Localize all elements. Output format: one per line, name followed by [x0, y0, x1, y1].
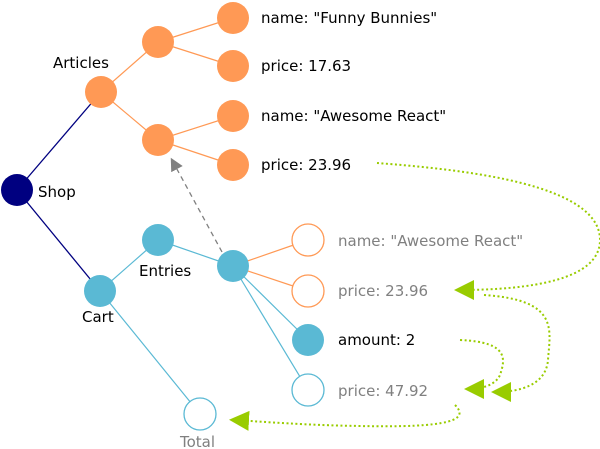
- label-article2-name: name: "Awesome React": [261, 107, 446, 125]
- label-article1-name: name: "Funny Bunnies": [261, 9, 437, 27]
- node-entry-price: [291, 274, 325, 308]
- edge-shop-articles: [16, 91, 102, 191]
- node-entry: [217, 250, 249, 282]
- node-article2-price: [217, 149, 249, 181]
- edge-cart-total: [99, 290, 201, 415]
- node-total: [183, 397, 217, 431]
- label-entry-price: price: 23.96: [338, 282, 428, 300]
- node-article1-name: [217, 2, 249, 34]
- node-entries: [142, 224, 174, 256]
- label-entry-subtotal: price: 47.92: [338, 382, 428, 400]
- edge-shop-cart: [16, 189, 101, 292]
- node-article2-name: [217, 100, 249, 132]
- node-entry-subtotal: [291, 373, 325, 407]
- arrow-amount-to-subtotal: [459, 339, 505, 399]
- label-total: Total: [179, 433, 215, 449]
- node-article-1: [142, 26, 174, 58]
- label-entries: Entries: [139, 262, 191, 280]
- arrow-entry-price-to-subtotal: [483, 294, 551, 402]
- node-article1-price: [217, 50, 249, 82]
- reference-arrow: [170, 157, 223, 253]
- arrow-subtotal-to-total: [229, 404, 461, 431]
- edge-entry-subtotal: [232, 265, 309, 391]
- label-entry-amount: amount: 2: [338, 331, 415, 349]
- node-articles: [85, 76, 117, 108]
- label-article2-price: price: 23.96: [261, 156, 351, 174]
- edge-entry-amount: [232, 265, 309, 341]
- node-shop: [1, 174, 33, 206]
- label-entry-name: name: "Awesome React": [338, 232, 523, 250]
- label-articles: Articles: [53, 54, 109, 72]
- node-entry-name: [291, 223, 325, 257]
- arrow-price-to-entry-price: [376, 162, 600, 300]
- node-cart: [84, 275, 116, 307]
- label-article1-price: price: 17.63: [261, 57, 351, 75]
- node-article-2: [142, 124, 174, 156]
- label-cart: Cart: [82, 308, 114, 326]
- node-entry-amount: [292, 324, 324, 356]
- label-shop: Shop: [38, 183, 76, 201]
